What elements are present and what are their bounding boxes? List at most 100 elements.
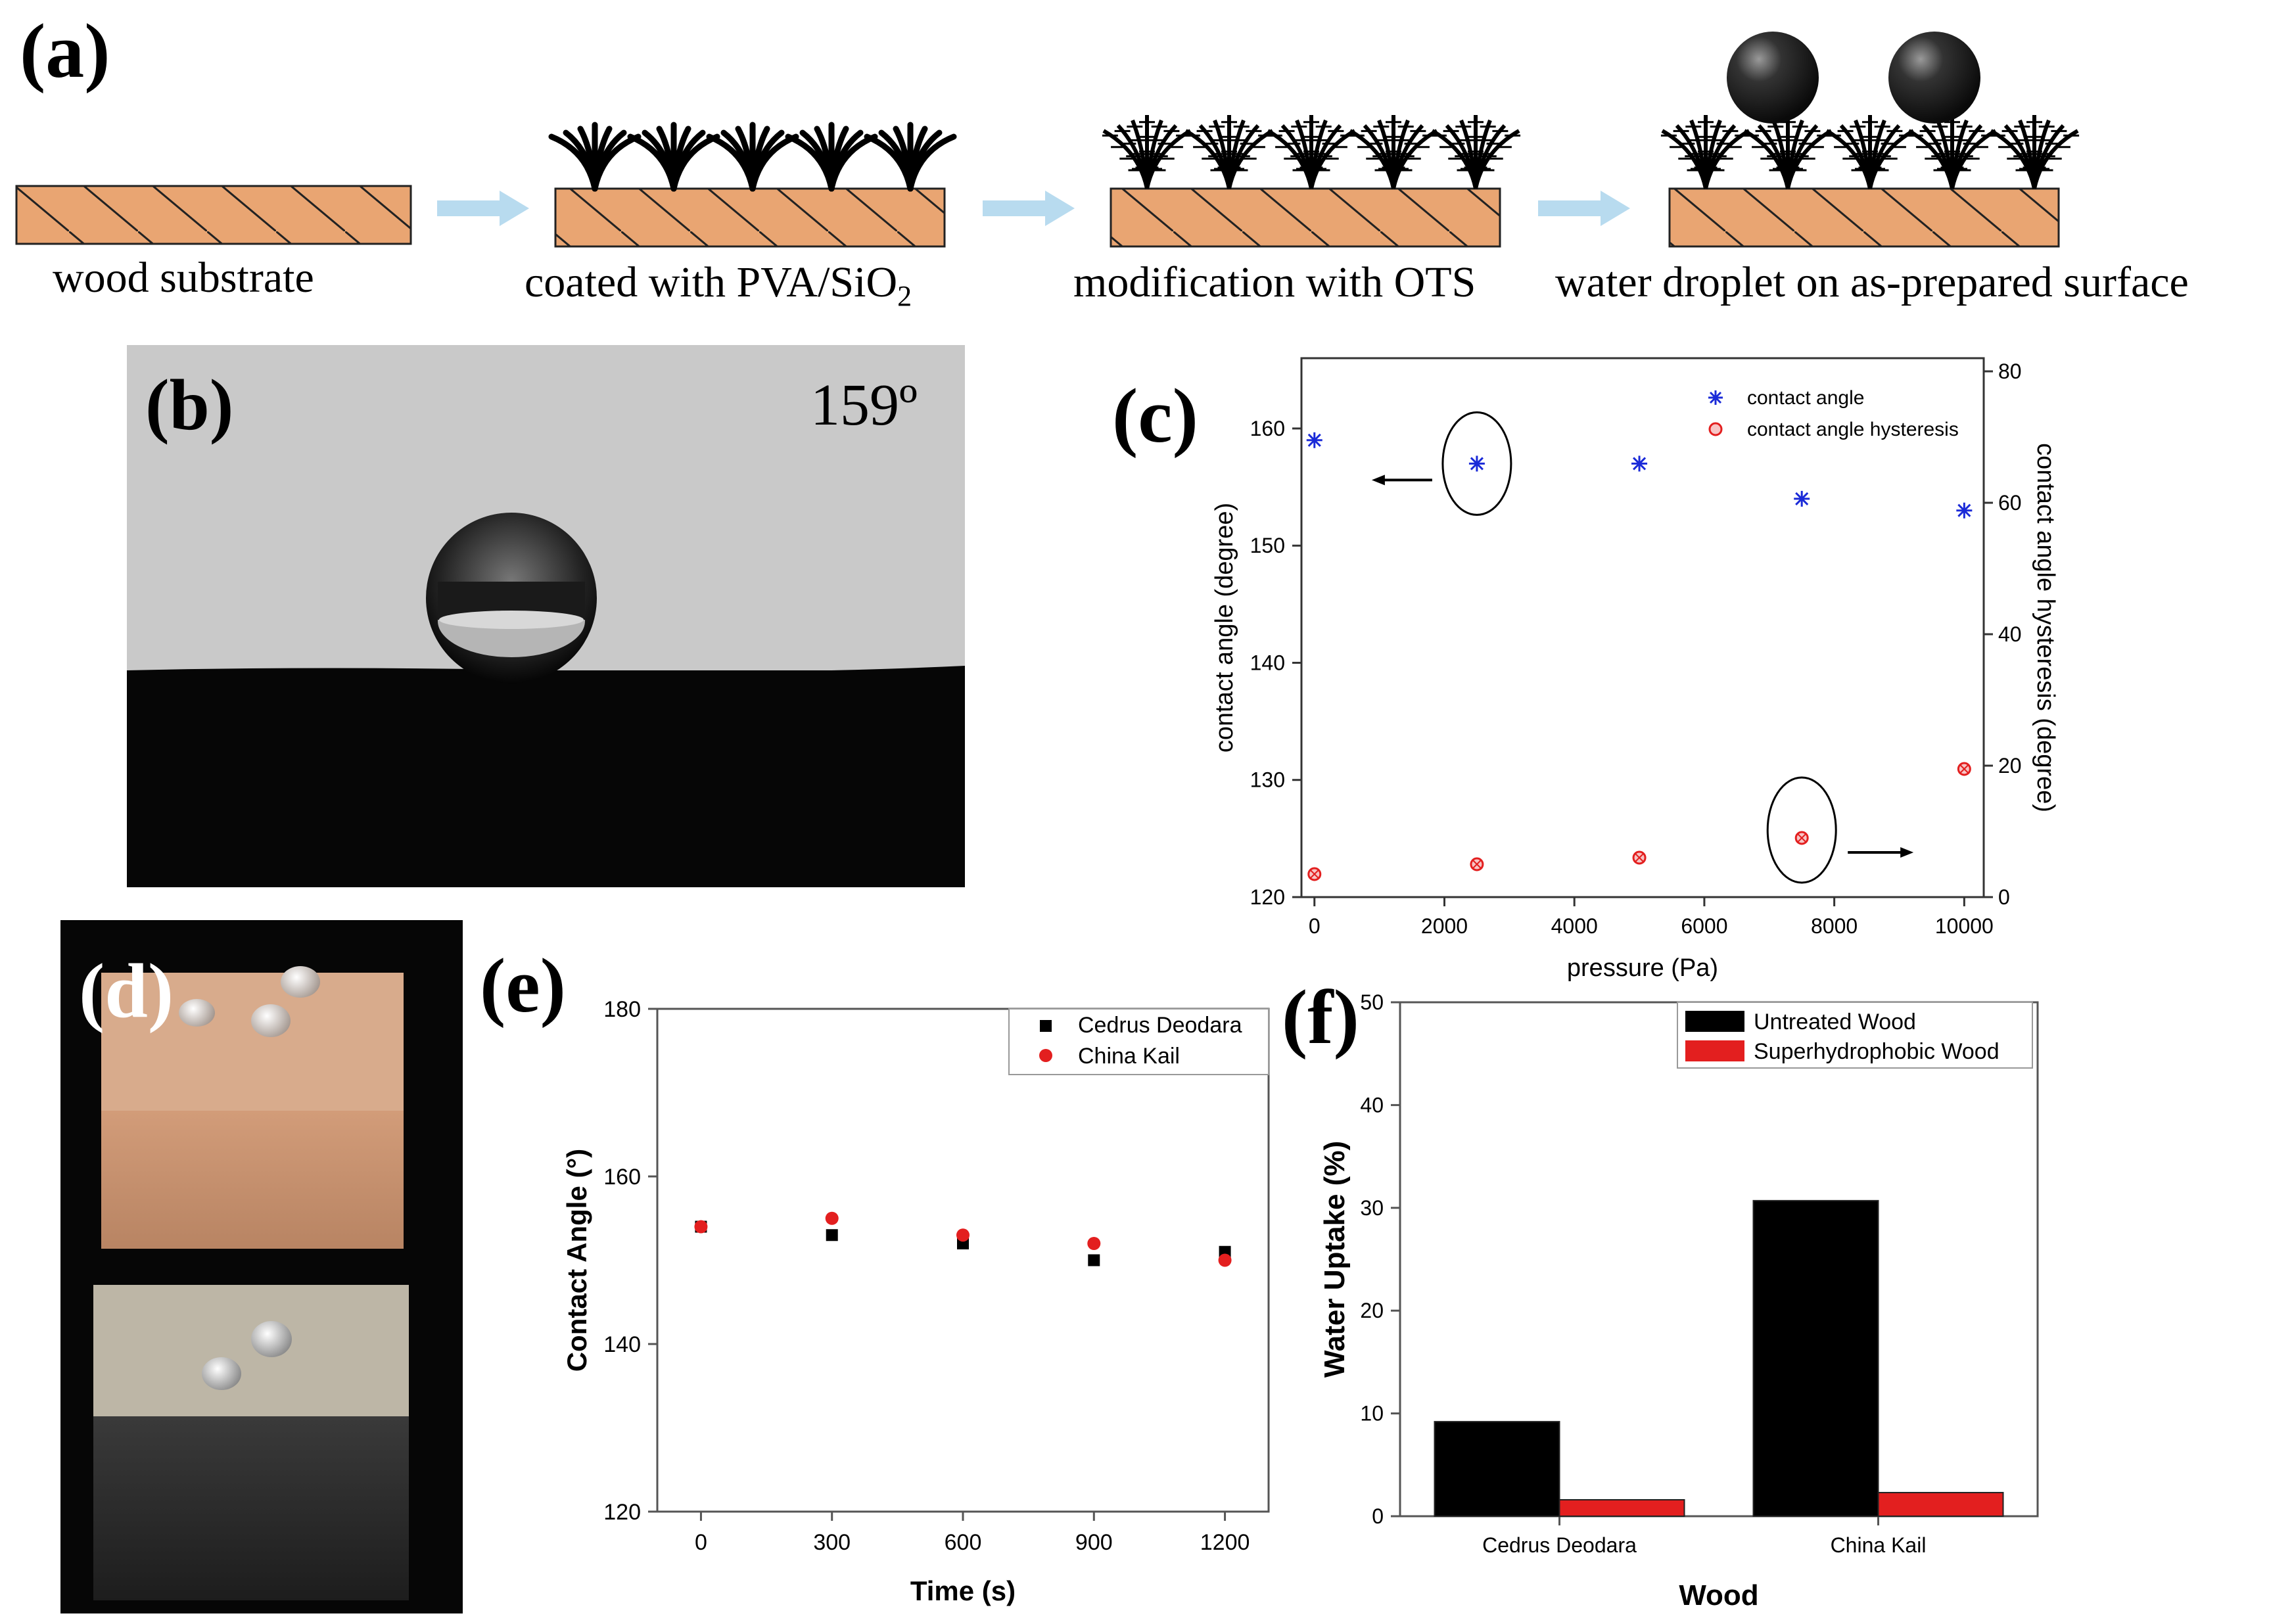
bar-untreated-wood [1752, 1199, 1879, 1517]
step-label-pva-sio2-text: coated with PVA/SiO [525, 258, 898, 306]
legend-label-contact-angle: contact angle [1747, 387, 1864, 409]
annotation-ellipse-left [1441, 411, 1512, 516]
legend-label-hysteresis: contact angle hysteresis [1747, 419, 1959, 440]
point-contact-angle [1631, 455, 1648, 472]
point-hysteresis [1307, 867, 1322, 881]
asterisk-stroke [1709, 391, 1722, 404]
y2-axis-label: contact angle hysteresis (degree) [2032, 443, 2059, 812]
point-contact-angle [1306, 432, 1322, 448]
y-tick-label: 130 [1250, 768, 1285, 792]
x-axis-label: pressure (Pa) [1567, 954, 1718, 982]
asterisk-stroke [1632, 457, 1647, 471]
panel-c-label: (c) [1112, 373, 1198, 459]
y-tick-label: 150 [1250, 534, 1285, 557]
x-tick-label: 2000 [1421, 914, 1468, 938]
asterisk-stroke [1307, 433, 1321, 447]
water-droplet-1 [1727, 32, 1819, 124]
arrowhead-left [1371, 475, 1385, 486]
panel-a-label: (a) [20, 8, 110, 94]
x-tick-label: 1200 [1200, 1530, 1250, 1555]
panel-b-label: (b) [145, 365, 234, 445]
wood-substrate-block-4 [1668, 187, 2060, 248]
step-label-wood-substrate: wood substrate [53, 254, 314, 302]
point-china-kail [1087, 1237, 1101, 1250]
y-tick-label: 50 [1360, 990, 1384, 1014]
plot-frame [1300, 357, 1985, 898]
y-tick-label: 160 [1250, 417, 1285, 440]
y2-tick-label: 60 [1998, 491, 2022, 515]
x-tick-label: 300 [813, 1530, 851, 1555]
legend-label-untreated: Untreated Wood [1754, 1009, 1916, 1034]
process-arrow-1 [437, 191, 529, 226]
treated-wood-top [93, 1285, 409, 1416]
x-tick-label: 6000 [1681, 914, 1727, 938]
ots-modified-fibers-2 [1660, 114, 2080, 189]
point-china-kail [956, 1228, 970, 1242]
y-tick-label: 40 [1360, 1093, 1384, 1117]
marker-cross [1472, 860, 1482, 869]
x-category-label: China Kail [1831, 1533, 1927, 1557]
marker-cross [1635, 853, 1644, 862]
untreated-wood-top [101, 973, 404, 1111]
step-label-pva-sio2: coated with PVA/SiO2 [525, 258, 912, 313]
contact-angle-value: 159º [810, 373, 918, 438]
point-cedrus-deodara [1088, 1254, 1100, 1266]
step-label-ots: modification with OTS [1073, 258, 1476, 306]
legend-marker-hysteresis [1708, 422, 1723, 436]
droplet-4 [251, 1321, 292, 1357]
marker-cross [1310, 870, 1319, 879]
x-tick-label: 900 [1075, 1530, 1113, 1555]
asterisk-stroke [1957, 503, 1971, 517]
y-tick-label: 140 [603, 1332, 641, 1357]
process-arrow-3 [1538, 191, 1630, 226]
x-tick-label: 10000 [1935, 914, 1994, 938]
point-hysteresis [1632, 850, 1647, 865]
step-label-water-droplet: water droplet on as-prepared surface [1555, 258, 2189, 306]
marker-cross [1959, 764, 1969, 774]
x-tick-label: 4000 [1551, 914, 1598, 938]
panel-e-label: (e) [480, 942, 566, 1029]
bar-superhydrophobic-wood [1877, 1492, 2004, 1518]
process-arrow-2 [983, 191, 1075, 226]
legend-marker-china-kail [1039, 1049, 1052, 1062]
point-china-kail [825, 1211, 839, 1225]
legend-box [1008, 1008, 1269, 1075]
pva-sio2-fibers [548, 122, 957, 192]
y-tick-label: 160 [603, 1165, 641, 1190]
wood-substrate-block-1 [15, 185, 412, 245]
y2-tick-label: 40 [1998, 622, 2022, 646]
droplet-3 [251, 1004, 291, 1037]
x-tick-label: 0 [695, 1530, 707, 1555]
y-tick-label: 120 [1250, 885, 1285, 909]
y-tick-label: 140 [1250, 651, 1285, 674]
x-category-label: Cedrus Deodara [1482, 1533, 1637, 1557]
point-contact-angle [1956, 502, 1973, 519]
legend-marker-contact-angle [1708, 390, 1723, 405]
y-tick-label: 0 [1372, 1504, 1384, 1528]
point-china-kail [1218, 1253, 1232, 1267]
droplet-2 [179, 999, 215, 1027]
panel-f-label: (f) [1282, 974, 1359, 1060]
y2-tick-label: 20 [1998, 754, 2022, 777]
surface-dark [127, 670, 965, 887]
arrowhead-right [1900, 847, 1914, 858]
wood-substrate-block-3 [1110, 187, 1501, 248]
point-contact-angle [1468, 455, 1485, 472]
y-tick-label: 10 [1360, 1402, 1384, 1426]
panel-b-photo: (b) 159º [127, 345, 965, 887]
y-tick-label: 180 [603, 997, 641, 1022]
droplet-5 [202, 1357, 241, 1390]
fiber [907, 133, 957, 192]
plot-frame [656, 1008, 1270, 1513]
y2-tick-label: 0 [1998, 885, 2010, 909]
wood-substrate-block-2 [554, 187, 946, 248]
point-china-kail [694, 1220, 708, 1234]
legend-marker-superhydrophobic [1685, 1040, 1744, 1061]
treated-wood-side [93, 1416, 409, 1600]
y-axis-label: contact angle (degree) [1211, 503, 1238, 753]
point-hysteresis [1957, 762, 1971, 776]
point-contact-angle [1794, 490, 1810, 507]
y-axis-label: Contact Angle (°) [561, 1149, 592, 1372]
